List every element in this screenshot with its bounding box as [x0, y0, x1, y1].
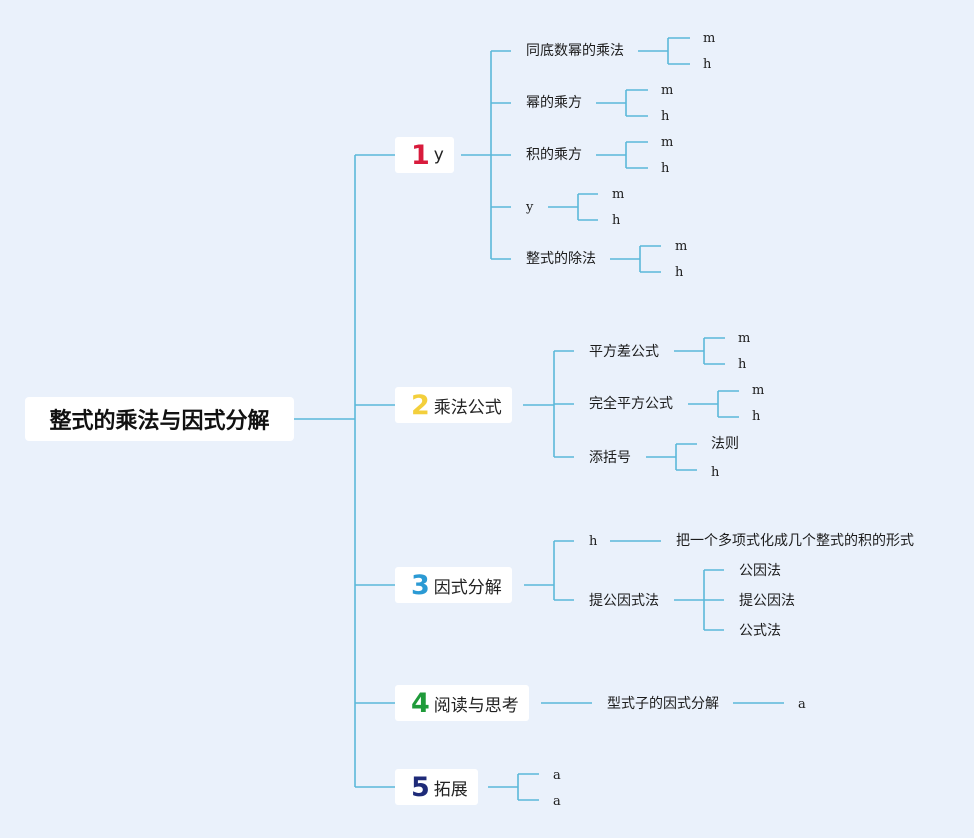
number-3-icon: 3 [411, 569, 430, 601]
connector-branch-5 [488, 773, 539, 801]
connector-b1-c3 [596, 141, 648, 169]
b5-leaf-2[interactable]: a [553, 794, 561, 809]
root-topic[interactable]: 整式的乘法与因式分解 [25, 397, 294, 441]
connector-b2-c2 [688, 390, 739, 418]
connector-b3-c2 [674, 569, 724, 631]
connector-b1-c4 [548, 193, 598, 221]
b3-c2-leaf-1[interactable]: 公因法 [739, 563, 781, 579]
b1-c5-leaf-1[interactable]: m [675, 239, 688, 254]
b1-c1-label[interactable]: 同底数幂的乘法 [526, 43, 624, 59]
branch-4-label: 阅读与思考 [433, 695, 519, 716]
b2-c1-leaf-2[interactable]: h [738, 357, 747, 372]
root-title: 整式的乘法与因式分解 [49, 409, 270, 434]
b3-c1-leaf-1[interactable]: 把一个多项式化成几个整式的积的形式 [676, 533, 914, 549]
connector-b1-c1 [638, 37, 690, 65]
b2-c2-leaf-2[interactable]: h [752, 409, 761, 424]
b3-c1-label[interactable]: h [589, 534, 598, 549]
b2-c2-leaf-1[interactable]: m [752, 383, 765, 398]
branch-3[interactable]: 3 因式分解 [395, 567, 512, 603]
connector-b2-c1 [674, 337, 725, 365]
b1-c4-leaf-2[interactable]: h [612, 213, 621, 228]
number-2-icon: 2 [411, 389, 430, 421]
connector-b1-c2 [596, 89, 648, 117]
b1-c4-label[interactable]: y [526, 200, 534, 215]
branch-3-label: 因式分解 [433, 577, 502, 598]
b1-c5-label[interactable]: 整式的除法 [526, 251, 596, 267]
connector-branch-2 [523, 350, 574, 458]
b3-c2-leaf-3[interactable]: 公式法 [739, 623, 781, 639]
b1-c2-leaf-1[interactable]: m [661, 83, 674, 98]
b4-c1-leaf-1[interactable]: a [798, 697, 806, 712]
b1-c3-label[interactable]: 积的乘方 [526, 147, 582, 163]
connector-branch-1 [461, 50, 511, 260]
b5-leaf-1[interactable]: a [553, 768, 561, 783]
b3-c2-label[interactable]: 提公因式法 [589, 593, 659, 609]
b2-c1-leaf-1[interactable]: m [738, 331, 751, 346]
connector-root [294, 154, 395, 788]
b2-c3-leaf-2[interactable]: h [711, 465, 720, 480]
branch-5-label: 拓展 [433, 779, 468, 800]
branch-4[interactable]: 4 阅读与思考 [395, 685, 529, 721]
b2-c2-label[interactable]: 完全平方公式 [589, 396, 673, 412]
b1-c2-label[interactable]: 幂的乘方 [526, 95, 582, 111]
number-1-icon: 1 [411, 139, 430, 171]
branch-1-label: y [433, 145, 444, 165]
b2-c3-label[interactable]: 添括号 [589, 450, 631, 466]
b1-c5-leaf-2[interactable]: h [675, 265, 684, 280]
connector-branch-3 [524, 540, 574, 601]
connector-b1-c5 [610, 245, 661, 273]
b1-c3-leaf-2[interactable]: h [661, 161, 670, 176]
b1-c4-leaf-1[interactable]: m [612, 187, 625, 202]
b3-c2-leaf-2[interactable]: 提公因法 [739, 593, 795, 609]
b2-c1-label[interactable]: 平方差公式 [589, 344, 659, 360]
number-5-icon: 5 [411, 771, 430, 803]
b1-c2-leaf-2[interactable]: h [661, 109, 670, 124]
b2-c3-leaf-1[interactable]: 法则 [711, 436, 739, 452]
b4-c1-label[interactable]: 型式子的因式分解 [607, 696, 719, 712]
branch-1[interactable]: 1 y [395, 137, 454, 173]
branch-2-label: 乘法公式 [433, 397, 502, 418]
connector-b2-c3 [646, 443, 697, 471]
b1-c1-leaf-1[interactable]: m [703, 31, 716, 46]
branch-2[interactable]: 2 乘法公式 [395, 387, 512, 423]
b1-c3-leaf-1[interactable]: m [661, 135, 674, 150]
number-4-icon: 4 [411, 687, 430, 719]
b1-c1-leaf-2[interactable]: h [703, 57, 712, 72]
branch-5[interactable]: 5 拓展 [395, 769, 478, 805]
